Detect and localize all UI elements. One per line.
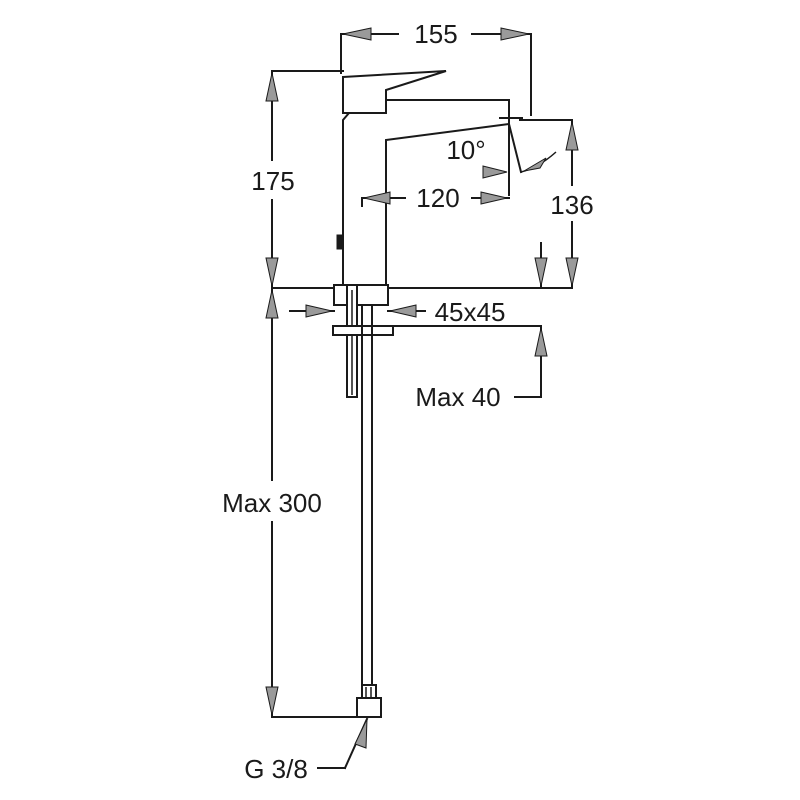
connector-nut — [356, 697, 382, 718]
dimension-width: 155 — [340, 19, 532, 116]
dim-120-arrow-right — [480, 191, 508, 205]
base-rosette — [333, 284, 389, 306]
dim-120-arrow-left — [363, 191, 391, 205]
dim-40-arrow — [534, 327, 548, 357]
angle-leg — [507, 122, 523, 174]
dimension-max-counter: Max 40 — [392, 325, 548, 412]
dimension-reach: 120 — [361, 183, 510, 213]
dimension-height: 175 — [251, 70, 344, 289]
installation-parts — [332, 284, 394, 718]
dim-45-label: 45x45 — [435, 297, 506, 327]
dim-300-label: Max 300 — [222, 488, 322, 518]
dim-155-arrow-right — [500, 27, 530, 41]
dimension-connection: G 3/8 — [244, 717, 369, 784]
faucet-body — [271, 70, 573, 289]
dim-175-label: 175 — [251, 166, 294, 196]
dim-136-label: 136 — [550, 190, 593, 220]
dim-155-label: 155 — [414, 19, 457, 49]
side-button — [336, 234, 343, 250]
dim-136-arrow-bottom — [565, 257, 579, 287]
dim-175-arrow-bottom — [265, 257, 279, 287]
angle-label: 10° — [446, 135, 485, 165]
angle-arrow-left — [482, 165, 508, 179]
dim-136-aux-arrow — [534, 257, 548, 287]
hose-connector — [361, 684, 377, 699]
dim-175-arrow-top — [265, 72, 279, 102]
angle-arrow-right — [523, 157, 547, 172]
connection-label: G 3/8 — [244, 754, 308, 784]
dim-136-arrow-top — [565, 121, 579, 151]
dim-45-arrow-right — [389, 304, 417, 318]
dim-40-label: Max 40 — [415, 382, 500, 412]
dim-120-label: 120 — [416, 183, 459, 213]
dim-45-arrow-left — [305, 304, 333, 318]
dimension-angle: 10° — [446, 122, 557, 196]
dimension-spout-height: 136 — [519, 119, 594, 289]
dimension-max-hose: Max 300 — [222, 287, 361, 718]
dim-155-arrow-left — [342, 27, 372, 41]
connection-arrow — [354, 718, 368, 749]
dimension-base: 45x45 — [289, 297, 506, 327]
dim-300-arrow-top — [265, 289, 279, 319]
dim-300-arrow-bottom — [265, 686, 279, 716]
